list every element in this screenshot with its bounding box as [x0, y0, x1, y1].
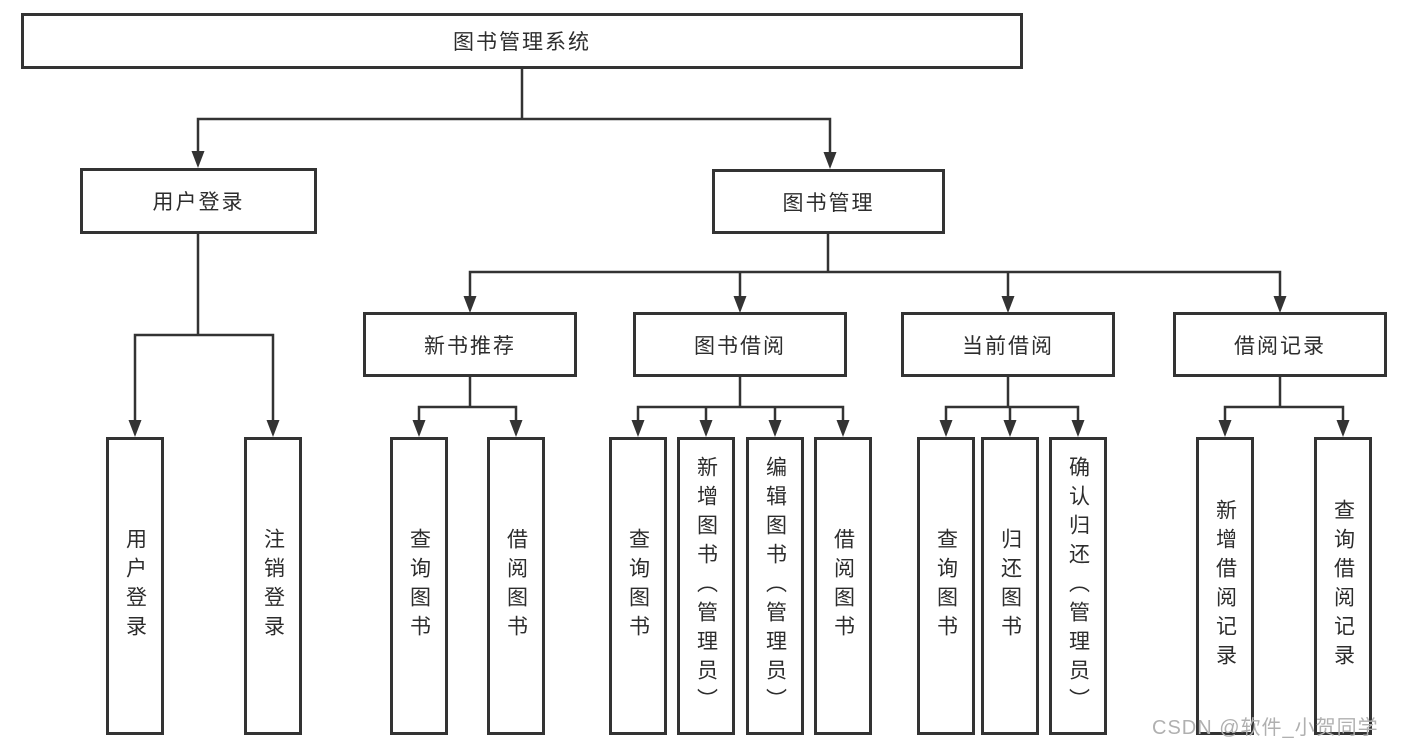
- leaf-return-book: 归还图书: [981, 437, 1039, 735]
- leaf-query-books-recommend: 查询图书: [390, 437, 448, 735]
- leaf-label: 查询图书: [934, 528, 958, 644]
- leaf-label: 用户登录: [123, 528, 147, 644]
- node-label: 图书管理: [782, 191, 875, 215]
- leaf-label: 归还图书: [998, 528, 1022, 644]
- node-label: 新书推荐: [424, 334, 516, 358]
- leaf-label: 借阅图书: [504, 528, 528, 644]
- leaf-borrow-books-recommend: 借阅图书: [487, 437, 545, 735]
- leaf-label: 查询图书: [626, 528, 650, 644]
- node-label: 用户登录: [152, 191, 245, 214]
- node-user-login: 用户登录: [80, 168, 317, 234]
- node-label: 当前借阅: [962, 334, 1054, 358]
- leaf-label: 查询图书: [407, 528, 431, 644]
- leaf-label: 新增图书（管理员）: [694, 455, 718, 717]
- node-current-borrow: 当前借阅: [901, 312, 1115, 377]
- leaf-edit-book-admin: 编辑图书（管理员）: [746, 437, 804, 735]
- leaf-query-borrow-record: 查询借阅记录: [1314, 437, 1372, 735]
- leaf-label: 确认归还（管理员）: [1066, 455, 1090, 717]
- leaf-query-books-borrow: 查询图书: [609, 437, 667, 735]
- connector-strokes: [133, 66, 1345, 434]
- leaf-label: 新增借阅记录: [1213, 499, 1237, 673]
- node-new-book-recommend: 新书推荐: [363, 312, 577, 377]
- node-library-management-system: 图书管理系统: [21, 13, 1023, 69]
- node-borrow-records: 借阅记录: [1173, 312, 1387, 377]
- node-book-management: 图书管理: [712, 169, 945, 234]
- node-label: 借阅记录: [1234, 334, 1326, 358]
- arrowheads: [128, 151, 1350, 437]
- leaf-confirm-return-admin: 确认归还（管理员）: [1049, 437, 1107, 735]
- leaf-query-books-current: 查询图书: [917, 437, 975, 735]
- leaf-user-login: 用户登录: [106, 437, 164, 735]
- csdn-watermark: CSDN @软件_小贺同学: [1152, 717, 1379, 739]
- leaf-borrow-books-borrow: 借阅图书: [814, 437, 872, 735]
- node-book-borrow: 图书借阅: [633, 312, 847, 377]
- leaf-add-borrow-record: 新增借阅记录: [1196, 437, 1254, 735]
- leaf-label: 查询借阅记录: [1331, 499, 1355, 673]
- leaf-add-book-admin: 新增图书（管理员）: [677, 437, 735, 735]
- leaf-label: 注销登录: [261, 528, 285, 644]
- leaf-label: 借阅图书: [831, 528, 855, 644]
- node-label: 图书管理系统: [453, 31, 591, 54]
- leaf-label: 编辑图书（管理员）: [763, 455, 787, 717]
- leaf-logout: 注销登录: [244, 437, 302, 735]
- node-label: 图书借阅: [694, 334, 786, 358]
